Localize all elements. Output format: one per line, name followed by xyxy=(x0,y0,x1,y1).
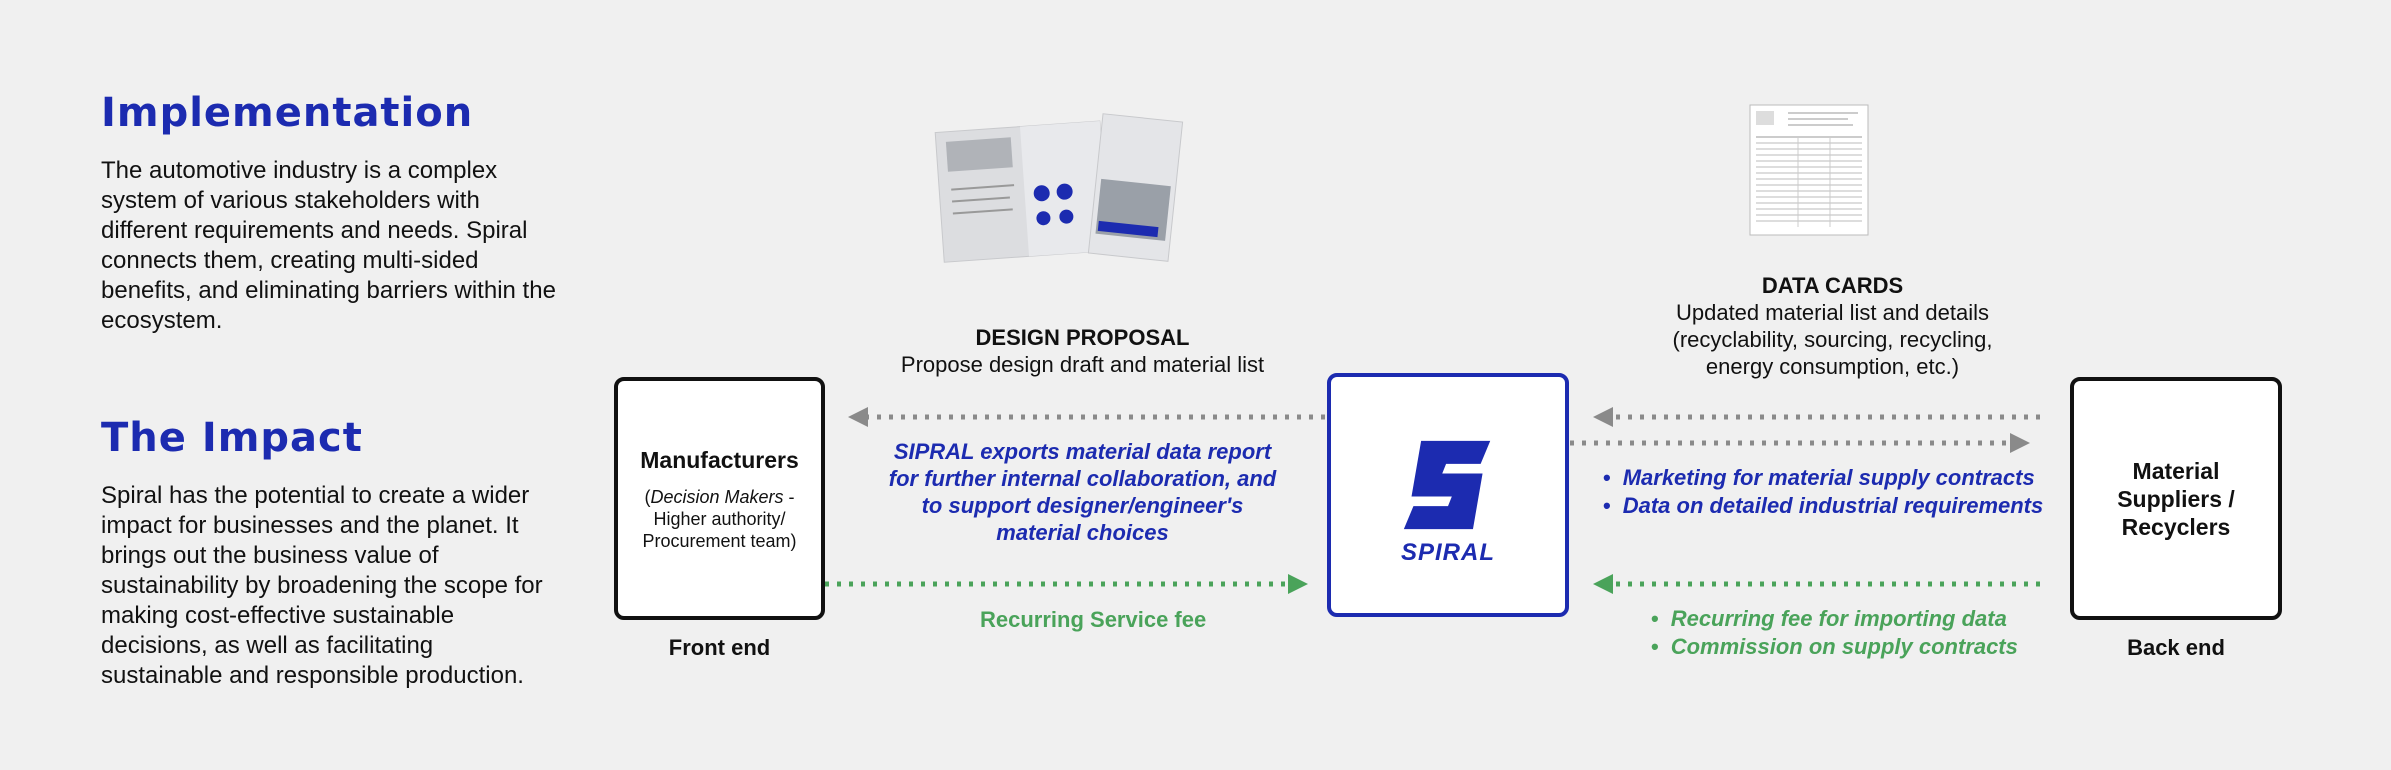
spiral-logo-icon xyxy=(1403,440,1491,530)
data-cards-title: DATA CARDS xyxy=(1761,273,1904,298)
manufacturers-box: Manufacturers (Decision Makers - Higher … xyxy=(614,377,825,620)
arrowhead-left-gray-1 xyxy=(848,407,868,427)
list-item: Marketing for material supply contracts xyxy=(1603,464,2043,492)
spiral-brand-text: SPIRAL xyxy=(1400,539,1495,566)
impact-heading: The Impact xyxy=(101,415,363,461)
back-end-label: Back end xyxy=(2127,635,2225,660)
implementation-heading: Implementation xyxy=(101,90,474,136)
implementation-text: The automotive industry is a complex sys… xyxy=(101,157,556,334)
design-proposal-thumbnail xyxy=(934,113,1184,263)
design-proposal-title: DESIGN PROPOSAL xyxy=(975,325,1190,350)
manufacturers-subtitle-italic: Decision Makers xyxy=(650,486,784,507)
arrowhead-left-green xyxy=(1593,574,1613,594)
arrowhead-right-gray xyxy=(2010,433,2030,453)
service-fee-note: Recurring Service fee xyxy=(980,607,1207,632)
supplier-fees-list: Recurring fee for importing data Commiss… xyxy=(1651,605,2018,661)
suppliers-box: Material Suppliers / Recyclers xyxy=(2070,377,2282,620)
supplier-benefits-list: Marketing for material supply contracts … xyxy=(1603,464,2044,520)
arrowhead-left-gray-2 xyxy=(1593,407,1613,427)
manufacturers-subtitle: (Decision Makers - Higher authority/ Pro… xyxy=(642,486,797,551)
data-cards-desc: Updated material list and details (recyc… xyxy=(1672,300,1993,379)
list-item: Commission on supply contracts xyxy=(1651,633,2018,661)
export-note: SIPRAL exports material data report for … xyxy=(888,439,1277,545)
spiral-box: SPIRAL xyxy=(1327,373,1569,617)
manufacturers-title: Manufacturers xyxy=(640,446,799,473)
design-proposal-caption: DESIGN PROPOSAL Propose design draft and… xyxy=(880,324,1285,378)
front-end-label: Front end xyxy=(668,635,771,660)
suppliers-title: Material Suppliers / Recyclers xyxy=(2117,457,2235,540)
impact-text: Spiral has the potential to create a wid… xyxy=(101,482,543,689)
design-proposal-desc: Propose design draft and material list xyxy=(900,352,1265,377)
list-item: Data on detailed industrial requirements xyxy=(1603,492,2044,520)
data-cards-caption: DATA CARDS Updated material list and det… xyxy=(1650,272,2015,380)
arrowhead-right-green xyxy=(1288,574,1308,594)
data-card-thumbnail xyxy=(1749,104,1869,236)
list-item: Recurring fee for importing data xyxy=(1651,605,2018,633)
